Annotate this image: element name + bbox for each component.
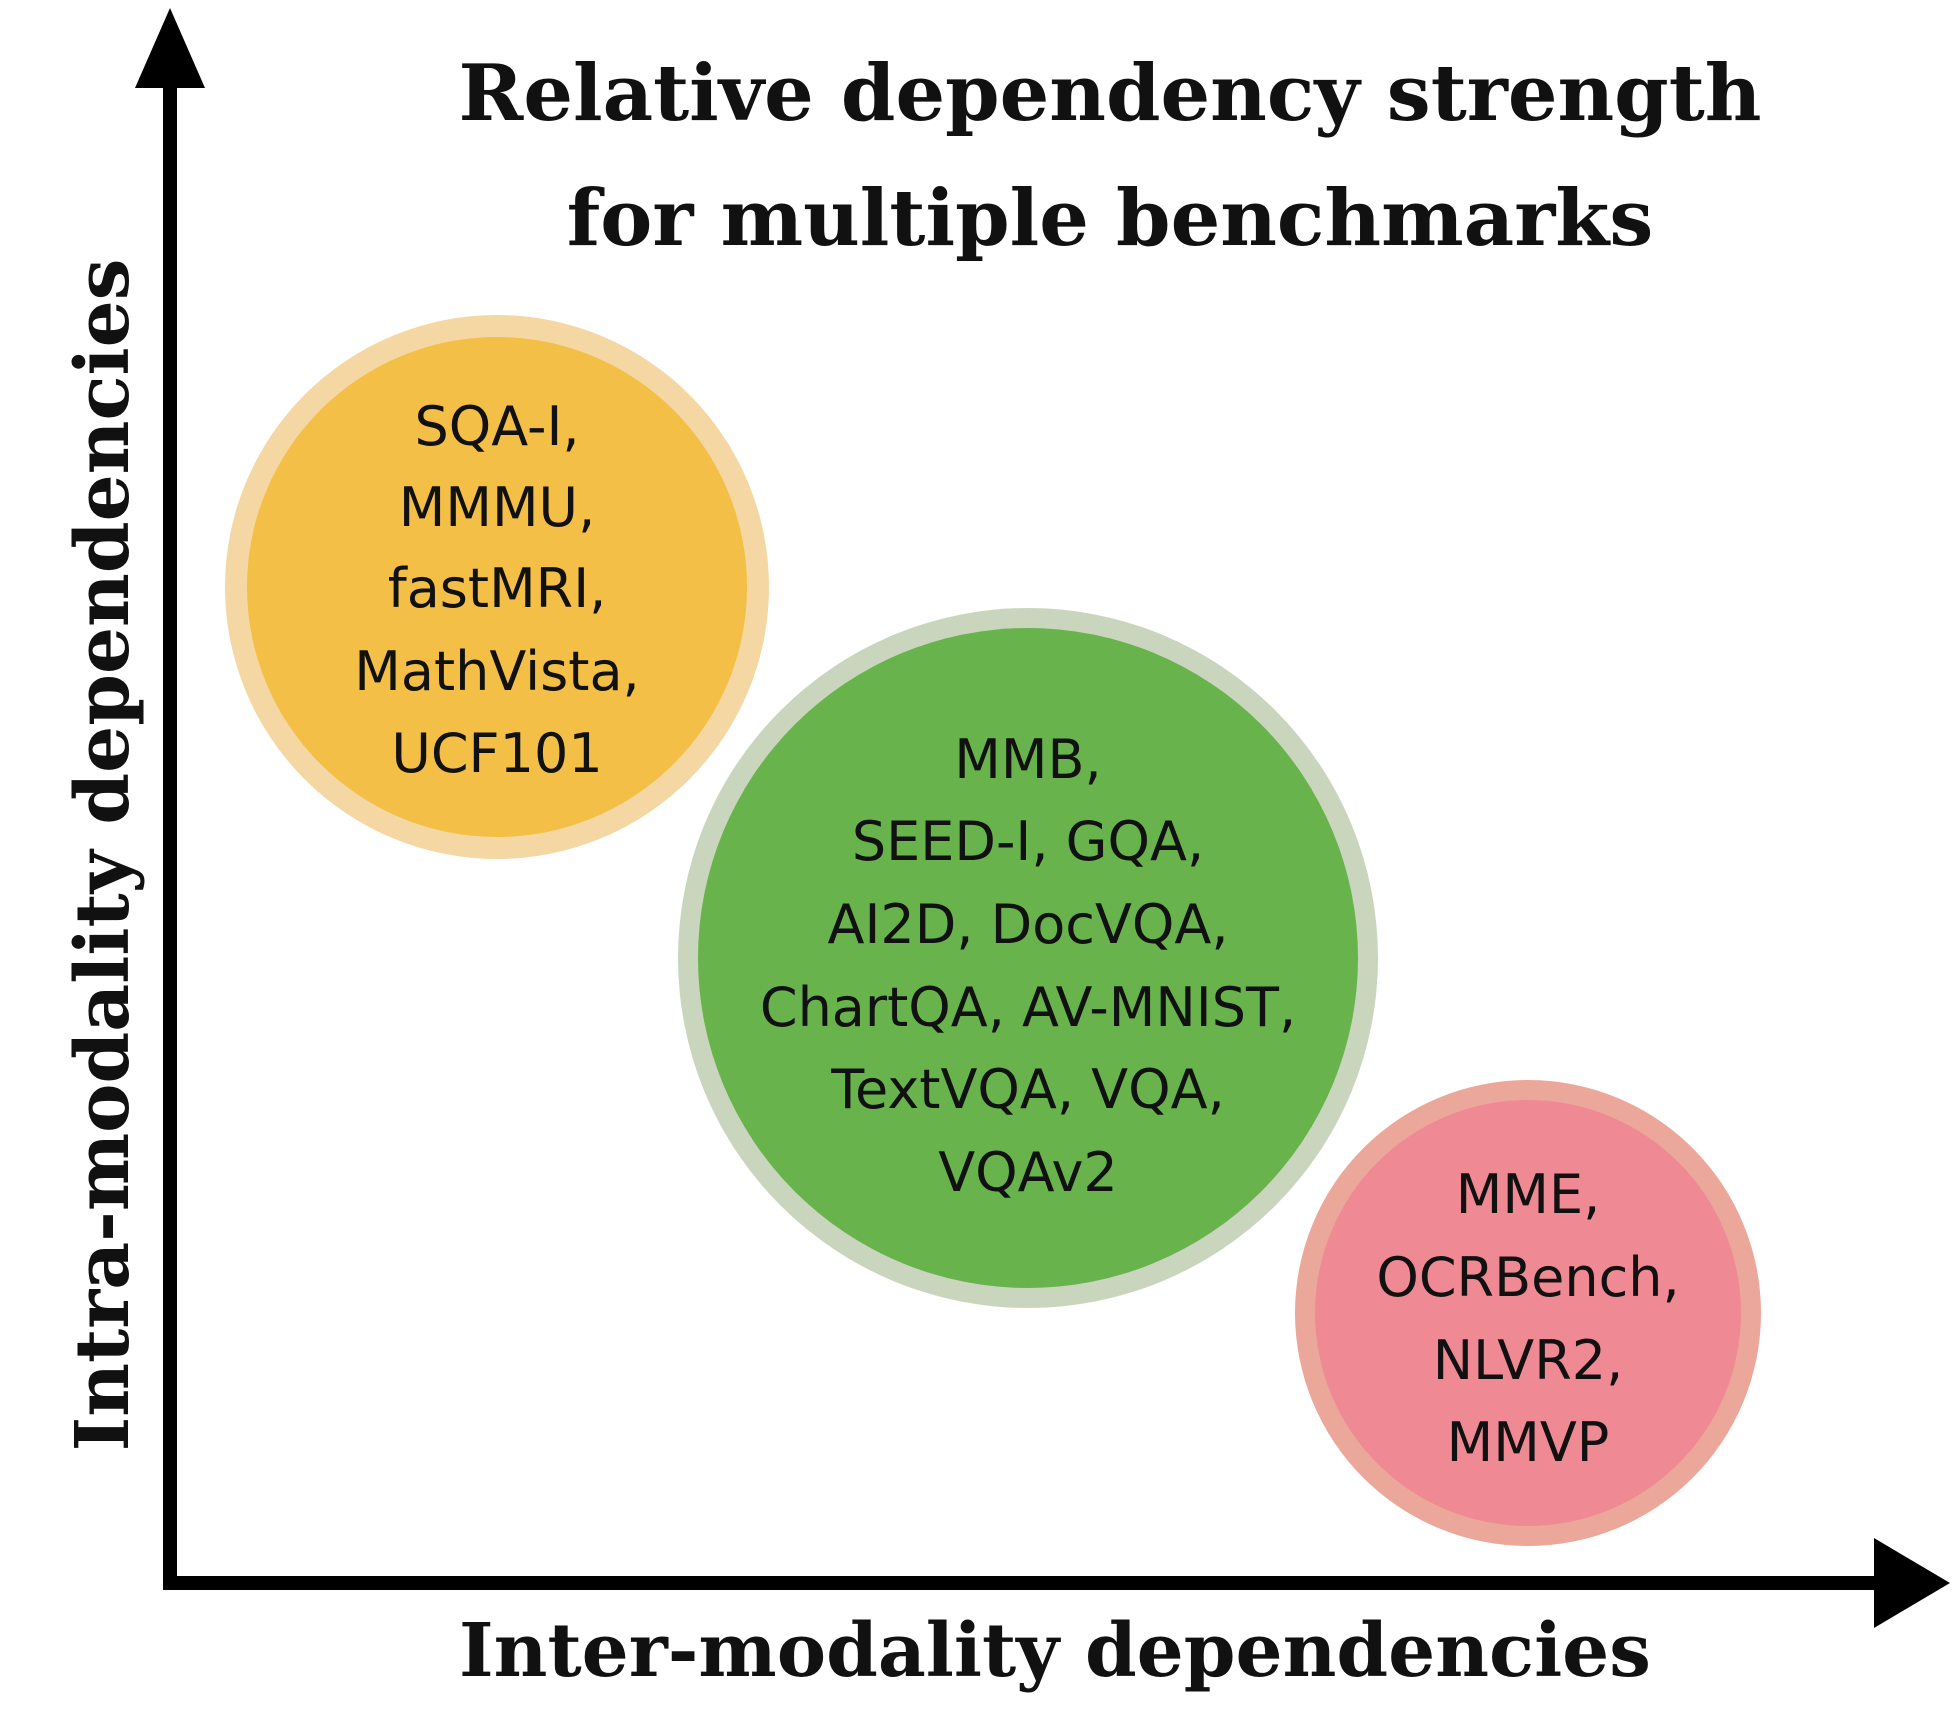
bubble-orange-label-1: SQA-I, bbox=[414, 395, 579, 458]
x-axis-arrow-icon bbox=[1874, 1538, 1950, 1628]
bubble-green-label-2: SEED-I, GQA, bbox=[852, 810, 1204, 873]
y-axis-label: Intra-modality dependencies bbox=[60, 259, 146, 1452]
bubble-orange: SQA-I, MMMU, fastMRI, MathVista, UCF101 bbox=[225, 315, 769, 859]
bubble-orange-label-5: UCF101 bbox=[391, 722, 602, 785]
axes bbox=[135, 8, 1950, 1628]
bubble-red-label-2: OCRBench, bbox=[1376, 1246, 1679, 1309]
bubble-red-fill bbox=[1315, 1100, 1741, 1526]
title-line-1: Relative dependency strength bbox=[459, 48, 1762, 139]
bubble-orange-label-3: fastMRI, bbox=[388, 557, 607, 620]
bubble-orange-label-4: MathVista, bbox=[354, 640, 639, 703]
bubble-green: MMB, SEED-I, GQA, AI2D, DocVQA, ChartQA,… bbox=[678, 608, 1378, 1308]
bubble-red-label-3: NLVR2, bbox=[1433, 1329, 1624, 1392]
bubble-green-fill bbox=[698, 628, 1358, 1288]
bubble-green-label-1: MMB, bbox=[954, 728, 1101, 791]
y-axis-arrow-icon bbox=[135, 8, 205, 88]
bubble-green-label-4: ChartQA, AV-MNIST, bbox=[760, 976, 1296, 1039]
bubble-orange-fill bbox=[247, 337, 747, 837]
bubble-red-label-4: MMVP bbox=[1447, 1411, 1610, 1474]
bubble-orange-label-2: MMMU, bbox=[399, 476, 595, 539]
x-axis-label: Inter-modality dependencies bbox=[459, 1608, 1651, 1694]
bubble-green-label-3: AI2D, DocVQA, bbox=[828, 893, 1229, 956]
bubble-green-label-5: TextVQA, VQA, bbox=[830, 1058, 1224, 1121]
bubble-red: MME, OCRBench, NLVR2, MMVP bbox=[1295, 1080, 1761, 1546]
bubble-green-label-6: VQAv2 bbox=[938, 1141, 1118, 1204]
bubble-red-label-1: MME, bbox=[1456, 1163, 1600, 1226]
title-line-2: for multiple benchmarks bbox=[567, 173, 1654, 264]
